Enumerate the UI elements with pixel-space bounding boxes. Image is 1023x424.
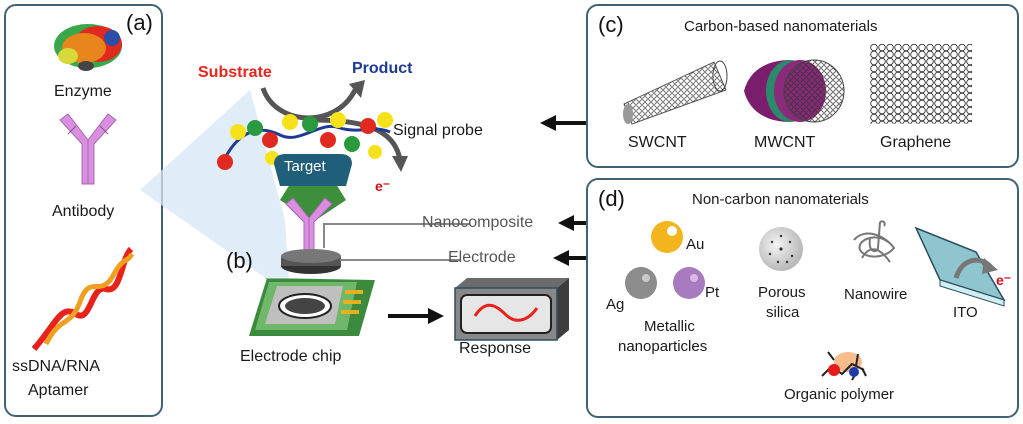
porous-label-line2: silica bbox=[766, 304, 800, 321]
organic-polymer-icon bbox=[821, 351, 867, 381]
platinum-nanoparticle-icon bbox=[673, 267, 705, 299]
antibody-icon bbox=[59, 113, 117, 185]
product-label: Product bbox=[352, 60, 413, 77]
electrode-icon bbox=[281, 249, 341, 274]
ito-label: ITO bbox=[953, 304, 978, 321]
mwcnt-icon bbox=[744, 59, 845, 123]
response-instrument-icon bbox=[454, 278, 569, 341]
metallic-label-line2: nanoparticles bbox=[618, 338, 708, 355]
ito-electron-label: e⁻ bbox=[996, 272, 1012, 288]
panel-a-recognition-elements: (a) Enzyme Antibody ssDNA/RNA Aptamer bbox=[4, 4, 163, 417]
ito-icon bbox=[914, 226, 1006, 307]
nanowire-icon bbox=[853, 220, 896, 263]
chip-to-response-arrow-icon bbox=[388, 308, 444, 324]
nanocomposite-label: Nanocomposite bbox=[422, 214, 534, 231]
ag-label: Ag bbox=[606, 296, 625, 313]
enzyme-label: Enzyme bbox=[54, 83, 112, 100]
electron-label: e⁻ bbox=[375, 178, 391, 194]
panel-a-label: (a) bbox=[126, 10, 153, 35]
target-label: Target bbox=[284, 158, 326, 175]
nanowire-label: Nanowire bbox=[844, 286, 908, 303]
electrode-label: Electrode bbox=[448, 249, 516, 266]
swcnt-icon bbox=[623, 60, 728, 125]
aptamer-helix-icon bbox=[31, 246, 135, 351]
organic-polymer-label: Organic polymer bbox=[784, 386, 895, 403]
porous-label-line1: Porous bbox=[758, 284, 806, 301]
panel-d-noncarbon-nanomaterials: (d) Non-carbon nanomaterials Au Ag Pt Me… bbox=[586, 178, 1019, 418]
antibody-label: Antibody bbox=[52, 203, 115, 220]
silver-nanoparticle-icon bbox=[625, 267, 657, 299]
substrate-label: Substrate bbox=[198, 64, 272, 81]
porous-silica-icon bbox=[759, 227, 803, 271]
graphene-icon bbox=[870, 44, 972, 124]
graphene-label: Graphene bbox=[880, 134, 952, 151]
panel-c-title: Carbon-based nanomaterials bbox=[684, 18, 878, 35]
electrode-chip-label: Electrode chip bbox=[240, 348, 342, 365]
enzyme-icon bbox=[54, 24, 122, 71]
panel-b-label: (b) bbox=[226, 248, 253, 273]
panel-c-carbon-nanomaterials: (c) Carbon-based nanomaterials SWCNT MWC… bbox=[586, 4, 1019, 168]
response-label: Response bbox=[459, 340, 532, 357]
metallic-label-line1: Metallic bbox=[644, 318, 695, 335]
target-icon bbox=[274, 154, 352, 222]
nanocomposite-leader-line bbox=[323, 223, 470, 248]
aptamer-label-line1: ssDNA/RNA bbox=[12, 358, 101, 375]
signal-probe-label: Signal probe bbox=[393, 122, 483, 139]
pt-label: Pt bbox=[705, 284, 720, 301]
au-label: Au bbox=[686, 236, 705, 253]
panel-c-label: (c) bbox=[598, 12, 624, 37]
gold-nanoparticle-icon bbox=[651, 221, 683, 253]
panel-d-label: (d) bbox=[598, 186, 625, 211]
swcnt-label: SWCNT bbox=[628, 134, 687, 151]
electrode-chip-icon bbox=[249, 278, 375, 336]
zoom-cone bbox=[140, 90, 290, 295]
mwcnt-label: MWCNT bbox=[754, 134, 816, 151]
aptamer-label-line2: Aptamer bbox=[28, 382, 89, 399]
panel-d-title: Non-carbon nanomaterials bbox=[692, 191, 869, 208]
electrode-leader-line bbox=[340, 259, 460, 261]
